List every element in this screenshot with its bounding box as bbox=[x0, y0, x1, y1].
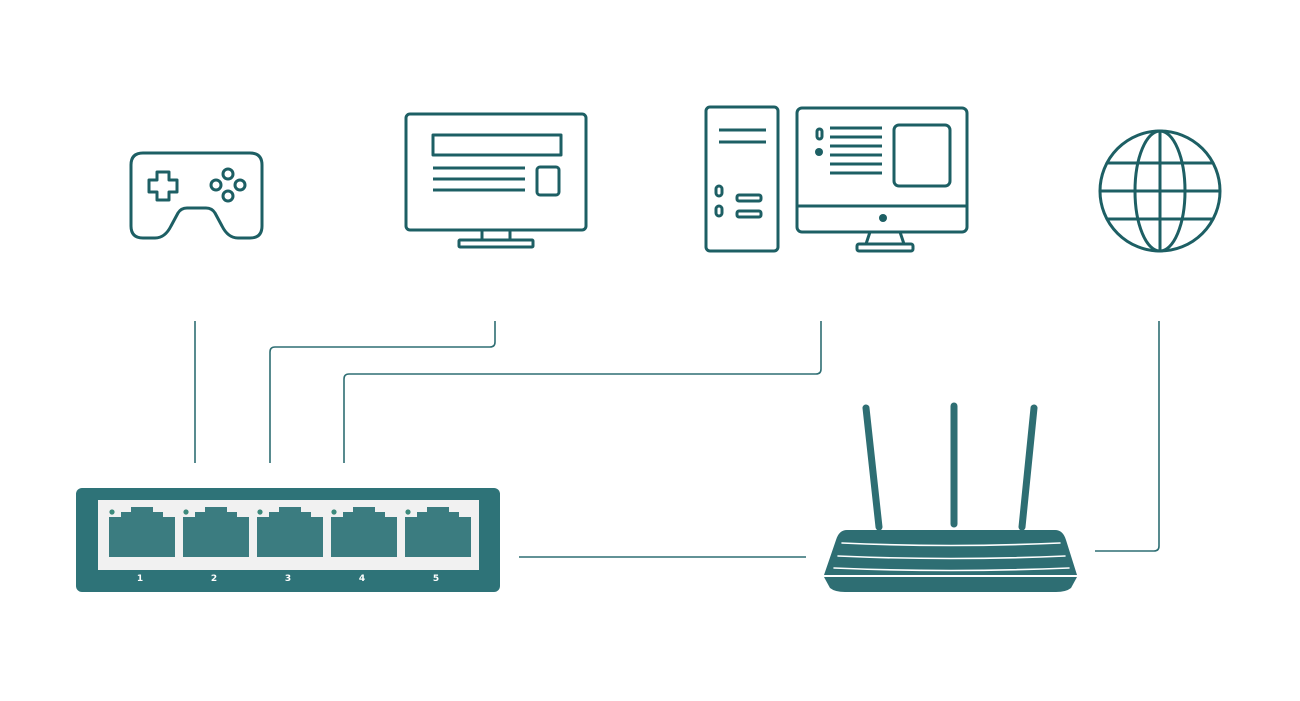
switch-port-label: 3 bbox=[285, 574, 291, 584]
switch-port: 3 bbox=[257, 507, 323, 584]
router-antenna-right bbox=[1018, 404, 1038, 531]
switch-port-led bbox=[257, 509, 263, 515]
switch-port-led bbox=[109, 509, 115, 515]
line-tv-to-switch bbox=[269, 321, 496, 463]
switch-port-label: 4 bbox=[359, 574, 365, 584]
desktop-computer-icon bbox=[704, 105, 969, 253]
line-router-to-globe bbox=[1095, 321, 1160, 552]
switch-port-led bbox=[331, 509, 337, 515]
switch-port-jack bbox=[405, 507, 471, 557]
line-desktop-to-switch bbox=[343, 321, 822, 463]
switch-port-label: 1 bbox=[137, 574, 143, 584]
switch-port-jack bbox=[331, 507, 397, 557]
switch-port-jack bbox=[109, 507, 175, 557]
switch-port-led bbox=[405, 509, 411, 515]
switch-port-jack bbox=[183, 507, 249, 557]
switch-port: 1 bbox=[109, 507, 175, 584]
router-antenna-left bbox=[862, 404, 883, 531]
network-switch-icon: 1 2 3 4 5 bbox=[76, 488, 500, 592]
switch-port: 2 bbox=[183, 507, 249, 584]
switch-port-jack bbox=[257, 507, 323, 557]
gamepad-icon bbox=[129, 151, 264, 240]
globe-icon bbox=[1098, 129, 1222, 253]
tv-monitor-icon bbox=[404, 112, 588, 249]
switch-port-led bbox=[183, 509, 189, 515]
connection-lines bbox=[194, 321, 1160, 558]
switch-port: 5 bbox=[405, 507, 471, 584]
switch-port-label: 2 bbox=[211, 574, 217, 584]
router-vents bbox=[833, 542, 1070, 572]
wifi-router-icon bbox=[824, 402, 1077, 592]
switch-port: 4 bbox=[331, 507, 397, 584]
desktop-computer-icon-details bbox=[815, 148, 887, 222]
switch-port-label: 5 bbox=[433, 574, 439, 584]
